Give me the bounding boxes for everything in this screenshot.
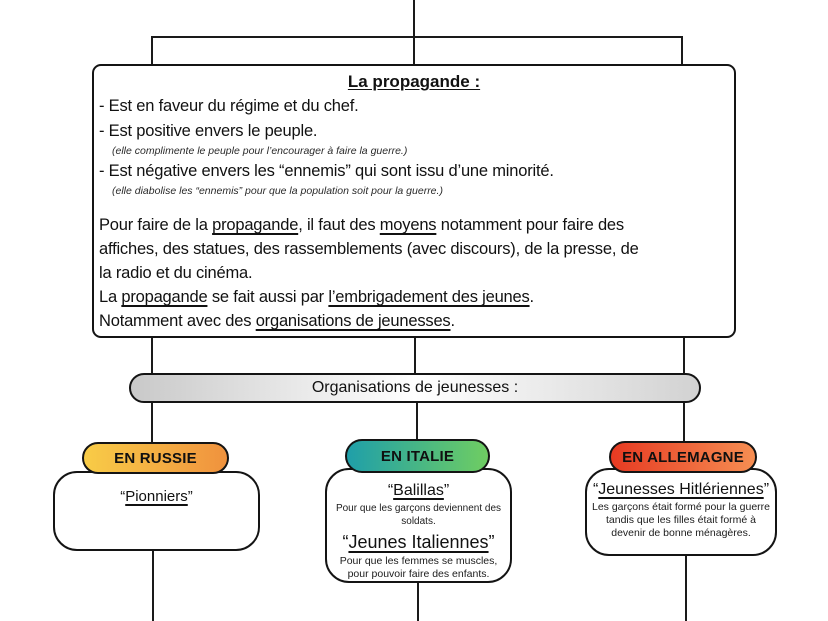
propaganda-paragraph-line-2: affiches, des statues, des rassemblement… [99,240,639,258]
russia-tag-label: EN RUSSIE [114,449,197,467]
connector-line-top-center [413,0,415,66]
italy-org-name-2: “Jeunes Italiennes” [342,532,495,552]
spacer [99,199,729,213]
connector-line-mid-center [414,335,416,375]
propaganda-bullet-1: - Est en faveur du régime et du chef. [99,97,359,115]
propaganda-embrigadement-line: La propagande se fait aussi par l’embrig… [99,288,534,306]
italy-org-desc-1: Pour que les garçons deviennent des sold… [335,503,502,527]
propaganda-bullet-2: - Est positive envers le peuple. [99,122,318,140]
connector-line-mid-left [151,335,153,375]
italy-card: “Balillas” Pour que les garçons devienne… [325,468,512,583]
propaganda-title: La propagande : [347,72,481,91]
italy-tag-label: EN ITALIE [380,447,455,465]
germany-org-desc: Les garçons était formé pour la guerre t… [591,501,770,539]
italy-org-name-1: “Balillas” [387,482,450,499]
russia-card: “Pionniers” [53,471,260,551]
connector-line-top-left [151,36,153,66]
connector-line-top-right [681,36,683,66]
germany-org-name: “Jeunesses Hitlériennes” [592,481,770,498]
propaganda-paragraph-line-1: Pour faire de la propagande, il faut des… [99,216,624,234]
connector-line-bottom-left [152,549,154,621]
connector-line-low-right [683,401,685,444]
propaganda-organisations-line: Notamment avec des organisations de jeun… [99,312,455,330]
connector-line-bottom-center [417,581,419,621]
propaganda-note-2: (elle diabolise les “ennemis” pour que l… [112,185,443,197]
connector-line-top-horizontal [151,36,683,38]
propaganda-paragraph-line-3: la radio et du cinéma. [99,264,253,282]
connector-line-bottom-right [685,554,687,621]
connector-line-low-left [151,401,153,446]
connector-line-mid-right [683,335,685,375]
italy-tag-pill: EN ITALIE [345,439,490,473]
germany-tag-pill: EN ALLEMAGNE [609,441,757,473]
russia-org-name: “Pionniers” [120,488,193,505]
connector-line-low-center [416,401,418,443]
germany-card: “Jeunesses Hitlériennes” Les garçons éta… [585,468,777,556]
propaganda-box: La propagande : - Est en faveur du régim… [92,64,736,338]
organisations-label: Organisations de jeunesses : [311,379,519,396]
propaganda-note-1: (elle complimente le peuple pour l’encou… [112,145,408,157]
russia-tag-pill: EN RUSSIE [82,442,229,474]
organisations-pill: Organisations de jeunesses : [129,373,701,403]
propaganda-bullet-3: - Est négative envers les “ennemis” qui … [99,162,554,180]
italy-org-desc-2: Pour que les femmes se muscles, pour pou… [339,555,498,580]
germany-tag-label: EN ALLEMAGNE [622,448,744,466]
